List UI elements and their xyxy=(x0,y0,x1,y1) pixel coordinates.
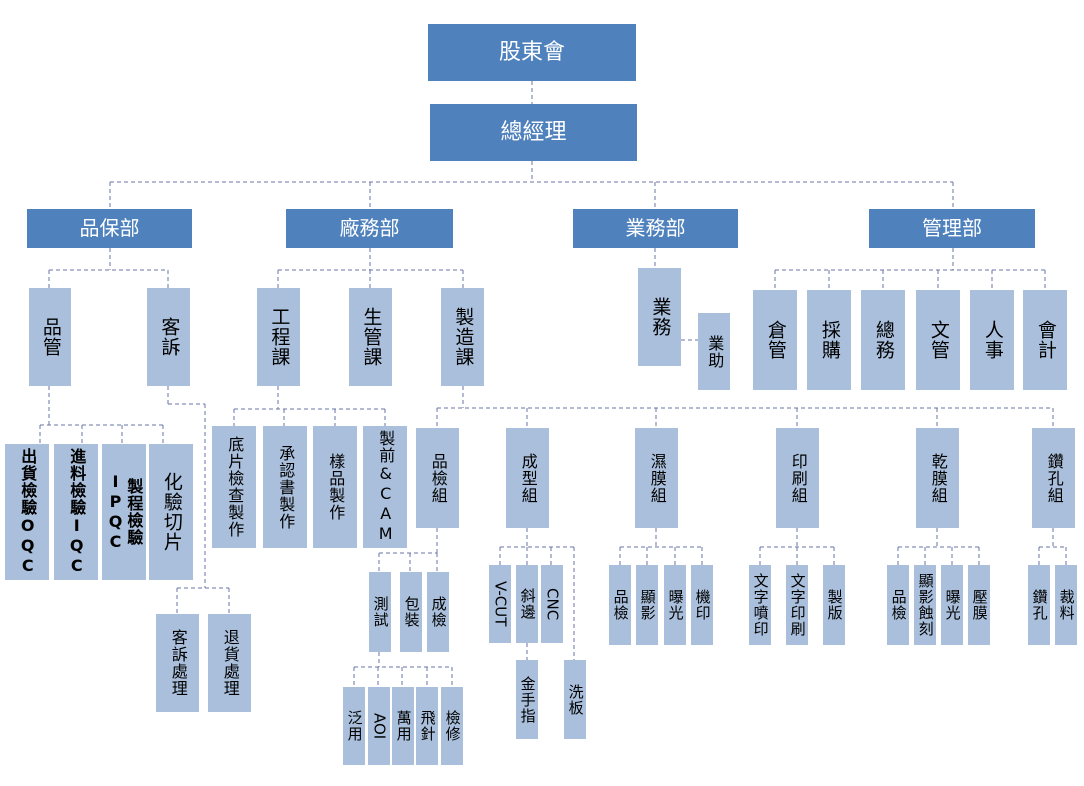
node-text-inkjet: 文字噴印 xyxy=(749,565,771,645)
node-drill: 鑽孔 xyxy=(1028,565,1050,645)
node-sample: 樣品製作 xyxy=(313,426,357,548)
node-wet-develop: 顯影 xyxy=(636,565,658,645)
node-multi-test: 萬用 xyxy=(392,687,414,765)
node-machine-print: 機印 xyxy=(691,565,713,645)
node-wet-film-group: 濕膜組 xyxy=(635,428,678,528)
node-iqc: 進料檢驗IQC xyxy=(54,444,98,580)
node-shareholders: 股東會 xyxy=(428,24,636,81)
node-pre-cam: 製前&CAM xyxy=(363,426,407,548)
node-laminate: 壓膜 xyxy=(968,565,990,645)
node-general-affairs: 總務 xyxy=(861,290,905,390)
node-repair: 檢修 xyxy=(441,687,463,765)
node-forming-group: 成型組 xyxy=(506,428,549,528)
node-human-resources: 人事 xyxy=(970,290,1014,390)
node-dry-expose: 曝光 xyxy=(941,565,963,645)
node-approval-doc: 承認書製作 xyxy=(263,426,307,548)
node-complaint-handling: 客訴處理 xyxy=(156,614,199,712)
node-manufacturing: 製造課 xyxy=(441,288,484,386)
node-develop-etch: 顯影蝕刻 xyxy=(914,565,936,645)
node-dept-sales: 業務部 xyxy=(573,209,738,248)
node-lab-section: 化驗切片 xyxy=(149,444,193,580)
node-printing-group: 印刷組 xyxy=(776,428,819,528)
node-universal-test: 泛用 xyxy=(343,687,365,765)
node-sales: 業務 xyxy=(638,268,681,366)
node-dry-film-group: 乾膜組 xyxy=(916,428,959,528)
node-cut-material: 裁料 xyxy=(1055,565,1077,645)
node-dept-qa: 品保部 xyxy=(27,209,192,248)
node-production-control: 生管課 xyxy=(349,288,392,386)
node-drilling-group: 鑽孔組 xyxy=(1032,428,1075,528)
node-oqc: 出貨檢驗OQC xyxy=(5,444,49,580)
node-bevel: 斜邊 xyxy=(516,565,538,643)
node-ipqc: 製程檢驗IPQC xyxy=(102,444,146,580)
node-complaint: 客訴 xyxy=(147,288,190,386)
node-accounting: 會計 xyxy=(1023,290,1067,390)
node-qc: 品管 xyxy=(29,288,71,386)
node-document-control: 文管 xyxy=(916,290,960,390)
node-cnc: CNC xyxy=(541,565,563,643)
node-aoi: AOI xyxy=(368,687,390,765)
node-return-handling: 退貨處理 xyxy=(208,614,251,712)
node-wet-quality-check: 品檢 xyxy=(609,565,631,645)
node-final-inspection: 成檢 xyxy=(427,572,449,652)
node-inspection-group: 品檢組 xyxy=(416,428,459,528)
node-purchasing: 採購 xyxy=(807,290,851,390)
node-engineering: 工程課 xyxy=(257,288,300,386)
node-warehouse: 倉管 xyxy=(753,290,797,390)
node-plate-making: 製版 xyxy=(823,565,845,645)
node-general-manager: 總經理 xyxy=(430,104,637,161)
node-text-print: 文字印刷 xyxy=(786,565,808,645)
node-v-cut: V-CUT xyxy=(489,565,511,643)
node-film-check: 底片檢查製作 xyxy=(212,426,256,548)
node-gold-finger: 金手指 xyxy=(516,660,538,739)
node-board-wash: 洗板 xyxy=(564,660,586,739)
node-dry-quality-check: 品檢 xyxy=(887,565,909,645)
node-flying-probe: 飛針 xyxy=(416,687,438,765)
node-dept-factory: 廠務部 xyxy=(286,209,453,248)
node-test: 測試 xyxy=(369,572,391,652)
node-wet-expose: 曝光 xyxy=(664,565,686,645)
node-dept-admin: 管理部 xyxy=(869,209,1035,248)
node-packing: 包裝 xyxy=(400,572,422,652)
node-sales-assistant: 業助 xyxy=(698,313,730,390)
